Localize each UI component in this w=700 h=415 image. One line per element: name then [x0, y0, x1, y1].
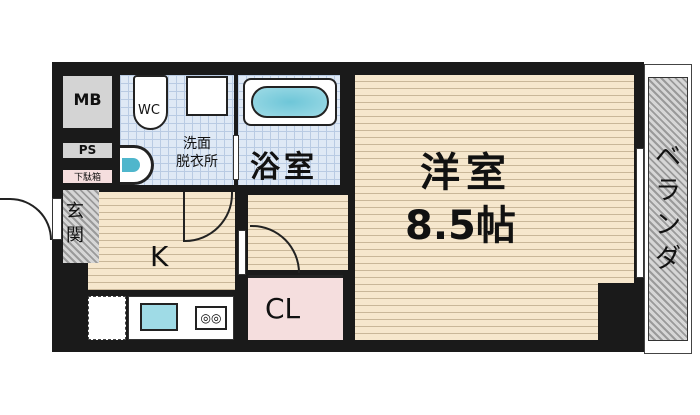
ps-label: PS: [78, 143, 97, 157]
shoe-box: [63, 170, 112, 183]
wc-label: WC: [138, 103, 160, 118]
balcony-label: ベ ラ ン ダ: [652, 140, 684, 276]
washroom-label-line: 洗面: [183, 136, 211, 152]
pillar: [598, 283, 638, 343]
bathtub-icon: [243, 78, 337, 126]
entrance-door[interactable]: [0, 198, 52, 240]
entrance-char: 玄: [66, 201, 84, 222]
balcony-char: ン: [654, 210, 681, 240]
closet-door-frame: [238, 230, 246, 275]
mb-label: MB: [73, 90, 102, 109]
balcony-char: ベ: [654, 142, 681, 172]
entrance-char: 関: [66, 225, 84, 246]
closet-label: CL: [265, 292, 301, 325]
washroom-label-line: 脱衣所: [176, 154, 218, 170]
entrance: [63, 190, 99, 263]
ps-box: [63, 143, 112, 158]
balcony-char: ダ: [654, 244, 681, 274]
washing-machine-icon: [186, 76, 228, 116]
balcony: [648, 77, 688, 341]
balcony-window[interactable]: [636, 148, 644, 278]
stove-icon: ◎◎: [195, 306, 227, 330]
western-room: [355, 75, 634, 340]
sink-icon: [120, 145, 154, 185]
shoe-box-label: 下駄箱: [73, 173, 101, 183]
toilet-icon: [133, 75, 168, 130]
washroom-label: 洗面 脱衣所: [176, 135, 218, 171]
entrance-label: 玄 関: [66, 200, 84, 248]
entrance-door-frame: [52, 198, 62, 240]
closet: [248, 275, 343, 340]
fridge-space: [88, 296, 126, 340]
kitchen-sink-icon: [140, 303, 178, 331]
kitchen-label: K: [150, 240, 169, 273]
balcony-char: ラ: [654, 176, 681, 206]
bath-door[interactable]: [233, 135, 239, 180]
western-room-size: 8.5帖: [405, 203, 516, 249]
western-room-label: 洋室: [420, 150, 512, 196]
mb-box: [63, 76, 112, 128]
bathroom-label: 浴室: [250, 150, 318, 185]
